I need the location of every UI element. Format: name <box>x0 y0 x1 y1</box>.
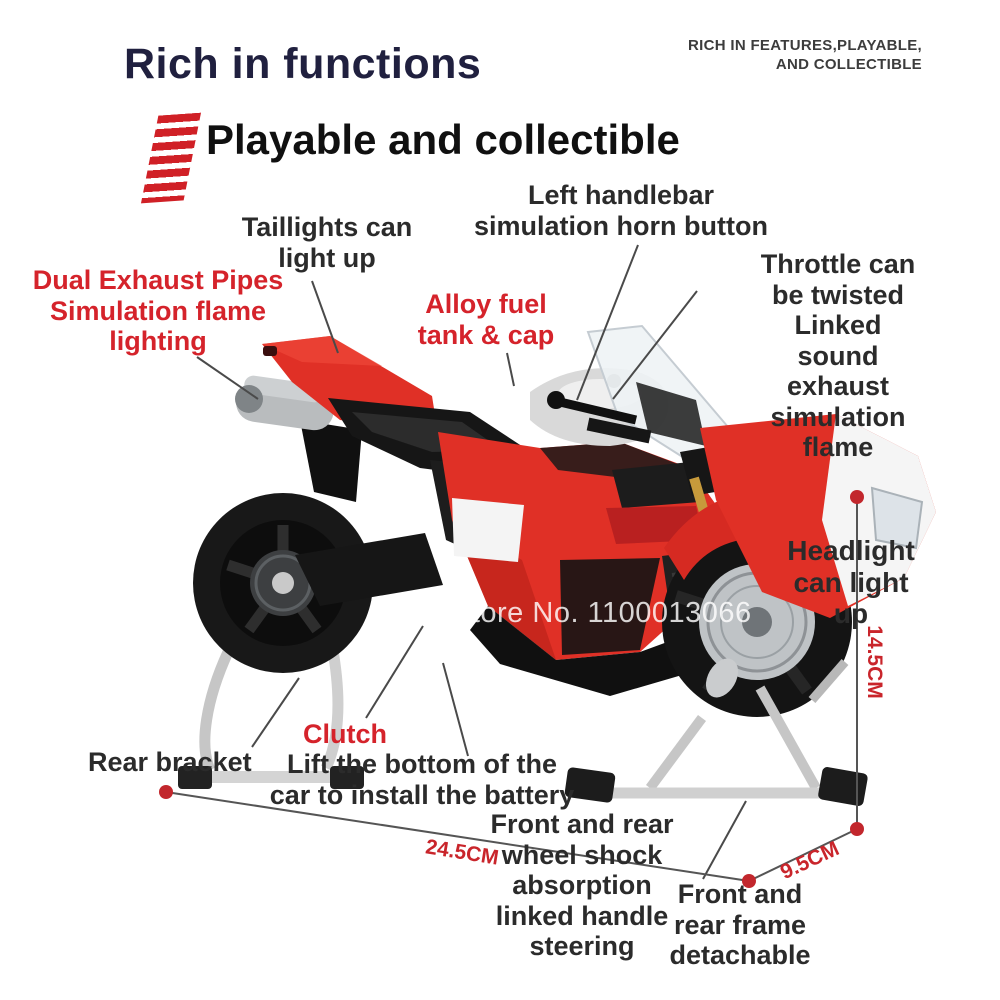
callout-clutch: Clutch <box>303 719 387 749</box>
callout-shock-steering: Front and rear wheel shock absorption li… <box>490 809 674 961</box>
clutch-line <box>365 625 424 719</box>
throttle-line <box>612 290 698 400</box>
taillights-line <box>311 280 339 354</box>
left-handlebar-line <box>576 244 639 401</box>
callout-throttle: Throttle can be twisted Linked sound exh… <box>760 249 916 462</box>
dimension-lines <box>165 497 858 882</box>
width-dimension-line <box>748 828 858 882</box>
callout-alloy-fuel-tank: Alloy fuel tank & cap <box>417 289 555 350</box>
handlebar <box>547 391 652 444</box>
dual-exhaust-line <box>196 356 259 400</box>
swingarm <box>295 533 443 606</box>
length-dimension-line <box>165 791 750 882</box>
section-subtitle: Playable and collectible <box>206 116 680 163</box>
frame-detachable-line <box>702 800 747 880</box>
lift-bottom-line <box>442 662 469 757</box>
front-nose <box>700 414 936 618</box>
callout-taillights: Taillights can light up <box>241 212 413 273</box>
rear-frame-link <box>300 420 362 502</box>
page-title: Rich in functions <box>124 40 482 88</box>
rear-bracket-line <box>251 677 300 748</box>
front-stand <box>564 659 868 806</box>
headlight-lens <box>870 486 924 550</box>
callout-lines <box>196 244 747 880</box>
alloy-fuel-line <box>506 352 515 387</box>
callout-lift-bottom: Lift the bottom of the car to install th… <box>269 749 575 810</box>
callout-headlight: Headlight can light up <box>787 535 915 630</box>
callout-dual-exhaust: Dual Exhaust Pipes Simulation flame ligh… <box>32 265 284 356</box>
store-watermark: Store No. 1100013066 <box>452 597 752 629</box>
header-tagline: RICH IN FEATURES,PLAYABLE, AND COLLECTIB… <box>688 37 922 73</box>
height-dimension-label: 14.5CM <box>863 625 886 699</box>
rear-stand <box>178 644 364 789</box>
callout-rear-bracket: Rear bracket <box>88 747 252 777</box>
dimension-dots <box>159 490 864 888</box>
belly-pan <box>470 606 706 696</box>
windscreen <box>586 324 740 474</box>
main-fairing <box>438 432 724 660</box>
callout-left-handlebar: Left handlebar simulation horn button <box>474 180 768 241</box>
callout-frame-detachable: Front and rear frame detachable <box>669 879 811 970</box>
